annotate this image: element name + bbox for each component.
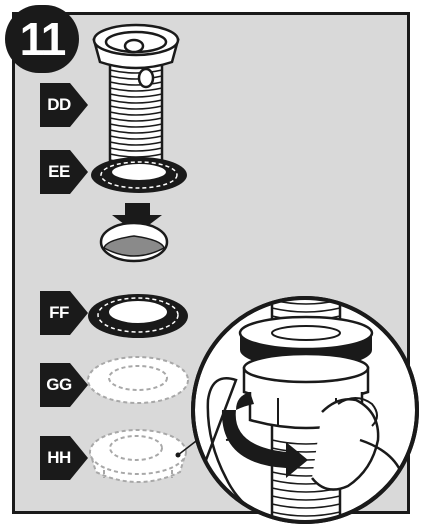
part-label-ff: FF xyxy=(49,303,69,322)
down-arrow-icon xyxy=(112,203,162,234)
step-number-badge: 11 xyxy=(5,5,79,73)
washer-gg xyxy=(87,356,189,404)
sink-drain-hole xyxy=(99,221,169,263)
zoom-detail xyxy=(191,296,419,524)
part-label-ee: EE xyxy=(48,162,70,181)
part-tag-dd: DD xyxy=(40,83,88,127)
locknut-hh xyxy=(89,429,187,483)
drain-strainer xyxy=(92,23,180,178)
part-tag-hh: HH xyxy=(40,436,88,480)
part-label-gg: GG xyxy=(46,375,72,394)
washer-ff xyxy=(88,294,188,338)
part-label-dd: DD xyxy=(47,95,71,114)
part-tag-ee: EE xyxy=(40,150,88,194)
part-tag-ff: FF xyxy=(40,291,88,335)
part-tag-gg: GG xyxy=(40,363,88,407)
part-label-hh: HH xyxy=(47,448,71,467)
washer-ee xyxy=(91,157,187,193)
